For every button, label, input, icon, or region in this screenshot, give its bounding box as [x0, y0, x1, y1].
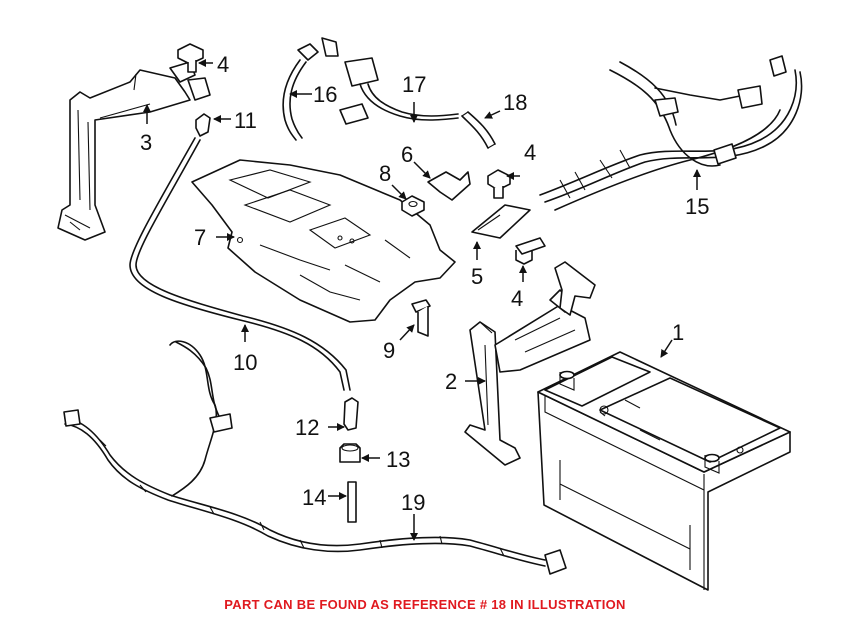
battery-part: [537, 351, 791, 591]
reference-numbers: 1 2 3 4 4 4 5 6 7 8 9 10 11 12 13 14 15 …: [140, 52, 709, 515]
leader-18: [484, 110, 501, 119]
reference-caption: PART CAN BE FOUND AS REFERENCE # 18 IN I…: [224, 597, 626, 612]
callout-19: 19: [401, 490, 425, 515]
battery-bracket-part: [464, 261, 596, 466]
push-pin-part: [411, 299, 431, 337]
callout-18: 18: [503, 90, 527, 115]
callout-11: 11: [234, 108, 257, 133]
callout-15: 15: [685, 194, 709, 219]
callout-13: 13: [386, 447, 410, 472]
clip-part: [427, 171, 471, 201]
callout-1: 1: [672, 320, 684, 345]
callout-12: 12: [295, 415, 319, 440]
callout-9: 9: [383, 338, 395, 363]
callout-4a: 4: [217, 52, 229, 77]
callout-14: 14: [302, 485, 326, 510]
cable-17-part: [339, 57, 459, 125]
callout-10: 10: [233, 350, 257, 375]
vent-tube-part: [129, 137, 351, 391]
bolt-mid-part: [487, 169, 511, 199]
callout-6: 6: [401, 142, 413, 167]
short-hose-18-part: [461, 111, 496, 149]
leader-6: [413, 161, 431, 179]
callout-8: 8: [379, 161, 391, 186]
long-cable-part: [63, 340, 567, 575]
elbow-part: [343, 397, 359, 431]
left-bracket-part: [57, 61, 211, 241]
nut-part: [401, 195, 425, 217]
callout-5: 5: [471, 264, 483, 289]
leader-1: [660, 339, 673, 358]
short-hose-part: [347, 481, 357, 523]
callout-4c: 4: [511, 286, 523, 311]
bolt-top-part: [177, 43, 204, 73]
callout-7: 7: [194, 225, 206, 250]
callout-2: 2: [445, 369, 457, 394]
leader-lines: [143, 59, 701, 541]
cap-part: [339, 443, 361, 463]
bolt-low-part: [515, 237, 546, 265]
tube-end-part: [195, 113, 211, 137]
cable-16-part: [282, 37, 339, 141]
callout-17: 17: [402, 72, 426, 97]
leader-8: [391, 184, 407, 200]
small-bracket-part: [471, 204, 531, 239]
battery-tray-part: [191, 159, 456, 323]
callout-4b: 4: [524, 140, 536, 165]
cable-harness-part: [539, 55, 803, 211]
callout-16: 16: [313, 82, 337, 107]
leader-9: [399, 324, 415, 341]
callout-3: 3: [140, 130, 152, 155]
